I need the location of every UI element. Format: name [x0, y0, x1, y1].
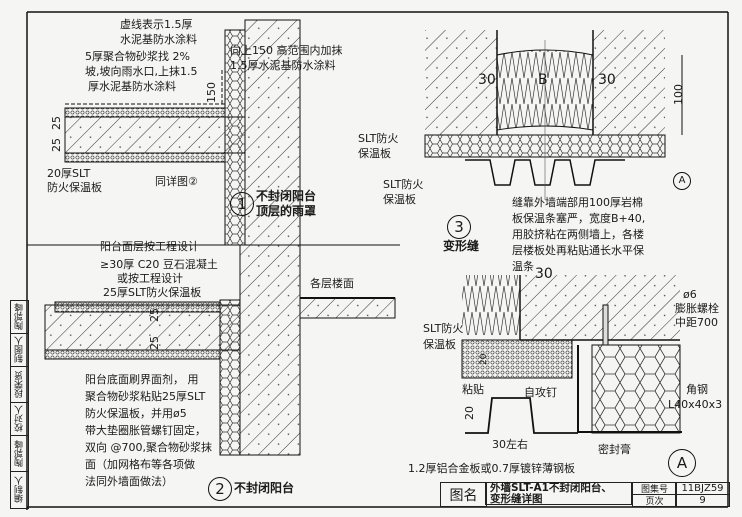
insulation-label: 20厚SLT [47, 167, 91, 180]
note-line: 用胶挤粘在两侧墙上，各楼 [512, 228, 644, 241]
note-up: 向上150 高范围内加抹 [230, 44, 343, 57]
dim-30: 30 [535, 266, 553, 282]
detail-number: A [668, 449, 696, 477]
note-line: 防火保温板，并用ø5 [85, 407, 187, 420]
note-slope: 厚水泥基防水涂料 [88, 80, 176, 93]
note-line: 温条 [512, 260, 534, 273]
note-slope: 坡,坡向雨水口,上抹1.5 [85, 65, 198, 78]
side-cell: 段荣贤 [10, 366, 29, 403]
detail-number: 1 [230, 192, 254, 216]
dim-100: 100 [672, 84, 685, 105]
paste-label: 粘贴 [462, 383, 484, 396]
page-label: 页次 [632, 494, 677, 507]
detail-title: 不封闭阳台 [256, 189, 317, 203]
note-line: 面（加网格布等各项做 [85, 458, 195, 471]
detail-1-drawing [64, 19, 301, 246]
dim-30: 30 [598, 72, 616, 88]
drawing-title: 变形缝详图 [490, 492, 543, 505]
page-number: 9 [675, 494, 730, 507]
dim-30: 30 [478, 72, 496, 88]
floor-label: 各层楼面 [310, 277, 354, 290]
note-line: 板保温条塞严，宽度B+40, [512, 212, 646, 225]
layer-label: 25厚SLT防火保温板 [103, 286, 202, 299]
drawing-title: 外墙SLT-A1不封闭阳台、 [490, 481, 612, 494]
angle-label: 角钢 [686, 383, 708, 396]
detail-title: 顶层的雨罩 [256, 204, 317, 218]
dim-25: 25 [50, 116, 63, 130]
reference-label: 同详图② [155, 175, 198, 188]
screw-label: 自攻钉 [524, 386, 557, 399]
note-line: 聚合物砂浆粘贴25厚SLT [85, 390, 206, 403]
side-cell: 制图人 [10, 333, 29, 367]
plate-label: 1.2厚铝合金板或0.7厚镀锌薄钢板 [408, 462, 575, 475]
dim-30-approx: 30左右 [492, 438, 528, 451]
layer-label: 阳台面层按工程设计 [100, 240, 199, 253]
note-up: 1.5厚水泥基防水涂料 [230, 59, 336, 72]
layer-label: ≥30厚 C20 豆石混凝土 [100, 258, 218, 271]
section-ref-a: A [673, 172, 691, 190]
dim-20: 20 [479, 353, 489, 365]
note-line: 阳台底面刷界面剂， 用 [85, 373, 199, 386]
detail-a-drawing [461, 275, 682, 434]
detail-2-drawing [44, 244, 396, 456]
detail-3-drawing [424, 30, 683, 200]
sealant-label: 密封膏 [598, 443, 631, 456]
side-cell: 陶郭峰 [10, 435, 29, 472]
dim-25: 25 [148, 336, 161, 350]
note-line: 双向 @700,聚合物砂浆抹 [85, 441, 212, 454]
sheet-frame [26, 11, 729, 510]
dim-25: 25 [50, 138, 63, 152]
insulation-label: 保温板 [423, 338, 456, 351]
detail-title: 变形缝 [443, 239, 480, 253]
insulation-label: 保温板 [358, 147, 391, 160]
note-line: 缝靠外墙端部用100厚岩棉 [512, 196, 643, 209]
side-cell: 编制人 [10, 471, 29, 509]
detail-title: 不封闭阳台 [234, 481, 295, 495]
dim-20: 20 [463, 406, 476, 420]
note-line: 层楼板处再粘贴通长水平保 [512, 244, 644, 257]
insulation-label: SLT防火 [383, 178, 424, 191]
side-cell: 校对人 [10, 402, 29, 436]
note-slope: 5厚聚合物砂浆找 2% [85, 50, 190, 63]
layer-label: 或按工程设计 [117, 272, 183, 285]
bolt-label: ø6 [683, 288, 697, 301]
angle-label: L40x40x3 [668, 398, 723, 411]
dim-25: 25 [148, 308, 161, 322]
bolt-label: 中距700 [675, 316, 718, 329]
insulation-label: 保温板 [383, 193, 416, 206]
bolt-label: 膨胀螺栓 [675, 302, 719, 315]
dim-150: 150 [205, 82, 218, 103]
insulation-label: SLT防火 [423, 322, 464, 335]
insulation-label: SLT防火 [358, 132, 399, 145]
detail-number: 2 [208, 477, 232, 501]
detail-number: 3 [447, 215, 471, 239]
note-dashed: 虚线表示1.5厚 [120, 18, 193, 31]
note-line: 带大垫圈胀管螺钉固定， [85, 424, 206, 437]
dim-b: B [538, 72, 548, 88]
note-line: 法同外墙面做法） [85, 475, 173, 488]
note-dashed: 水泥基防水涂料 [120, 33, 197, 46]
title-label: 图名 [440, 482, 487, 507]
insulation-label: 防火保温板 [47, 181, 102, 194]
side-cell: 陶郭峰 [10, 300, 29, 334]
